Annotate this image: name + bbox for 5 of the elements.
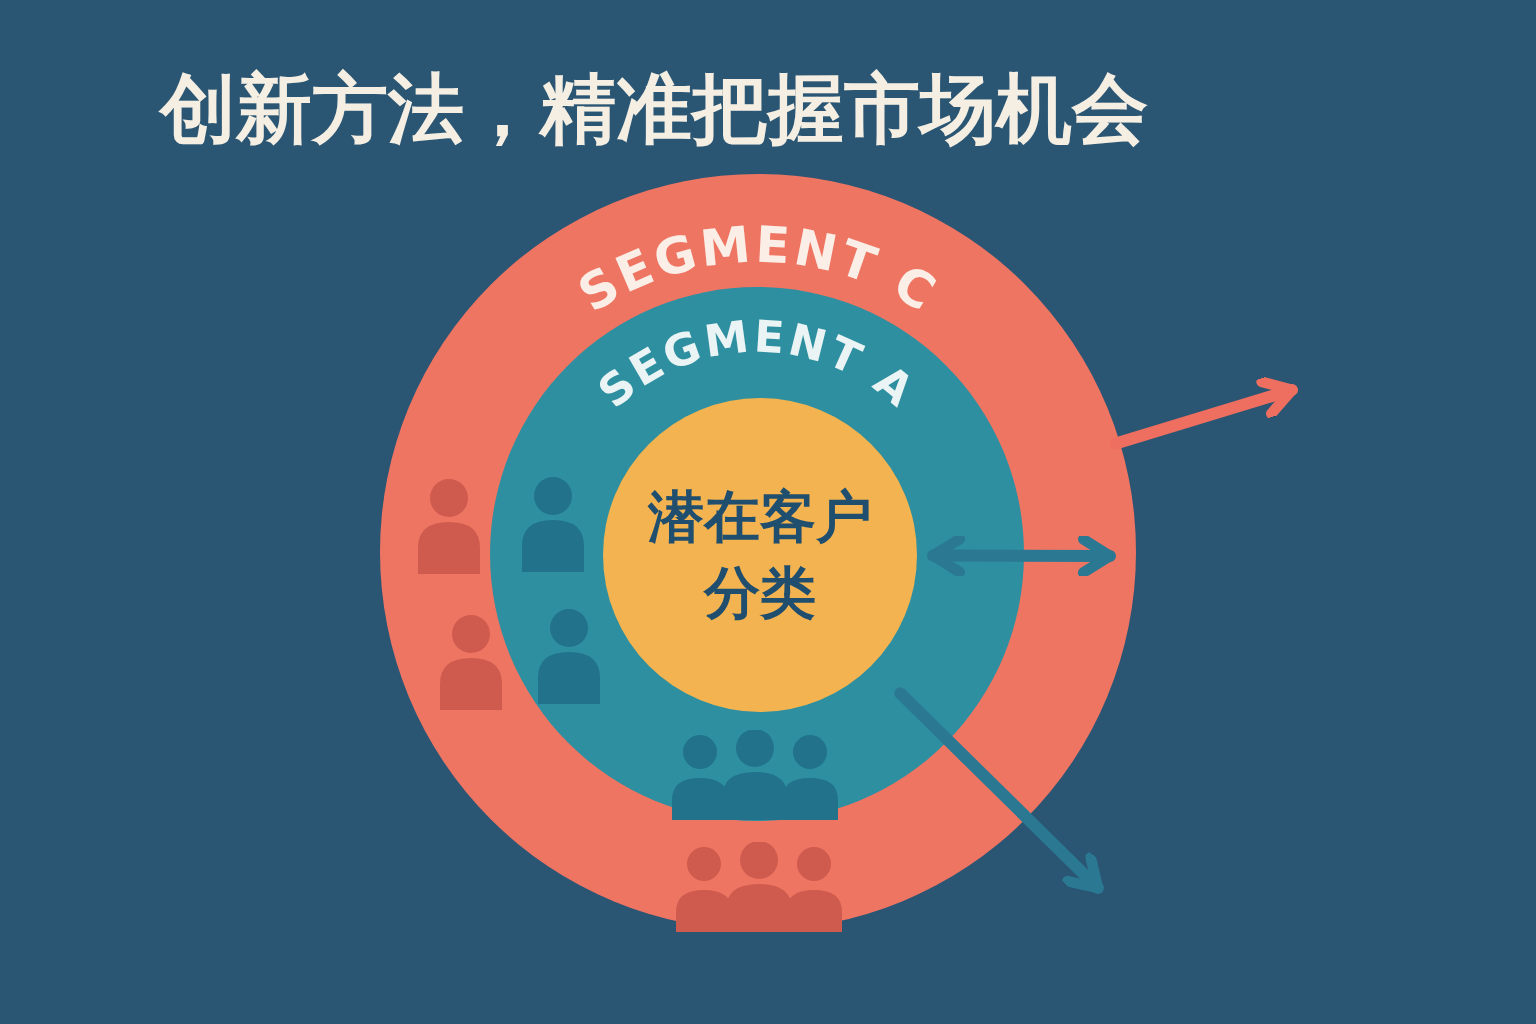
- arrow: [894, 687, 1104, 894]
- center-label: 潜在客户分类: [646, 483, 873, 627]
- title: 创新方法，精准把握市场机会: [160, 63, 1148, 155]
- arrow: [1109, 376, 1298, 450]
- arrow: [927, 533, 1116, 578]
